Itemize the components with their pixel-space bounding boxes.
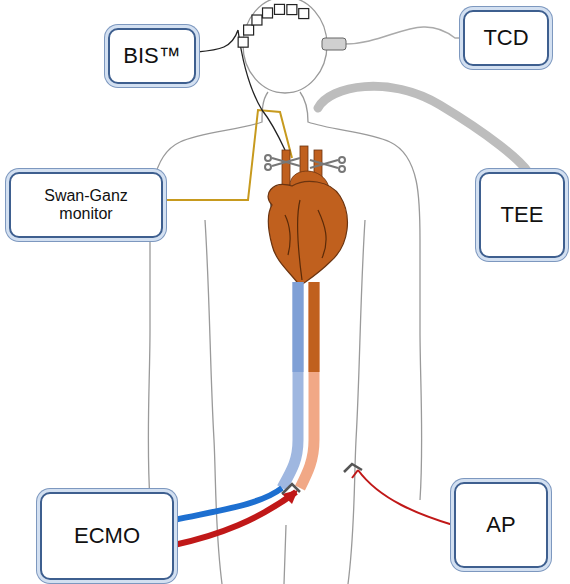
monitor-box: Swan-Ganz monitor [9, 172, 163, 238]
tee-probe [318, 86, 528, 172]
bis-wire [197, 30, 285, 150]
swan-ganz-catheter [163, 110, 292, 200]
groin-markers [282, 464, 362, 494]
heart-chambers [285, 200, 326, 280]
monitor-box: AP [454, 482, 548, 568]
vena-cava [282, 282, 298, 488]
ecmo-arterial-cannula [174, 492, 296, 545]
aorta-upper [309, 282, 320, 372]
vena-cava-upper [293, 282, 304, 372]
ecmo-venous-cannula [174, 488, 282, 520]
tcd-probe [322, 38, 346, 50]
box-label: Swan-Ganz monitor [21, 187, 151, 224]
arterial-line [358, 470, 453, 525]
tcd-wire [345, 27, 462, 44]
monitor-box: ECMO [40, 492, 174, 580]
arterial-tip [352, 470, 358, 478]
monitor-box: BIS™ [108, 28, 196, 84]
box-label: AP [486, 512, 515, 537]
eeg-electrodes [238, 4, 309, 47]
box-label: ECMO [74, 523, 140, 548]
box-label: TCD [483, 25, 528, 50]
body-outline [148, 92, 422, 584]
heart [268, 181, 347, 286]
box-label: TEE [501, 202, 544, 227]
monitor-box: TEE [479, 172, 565, 258]
head-outline [243, 0, 327, 93]
box-label: BIS™ [123, 43, 180, 68]
monitor-box: TCD [463, 10, 549, 66]
